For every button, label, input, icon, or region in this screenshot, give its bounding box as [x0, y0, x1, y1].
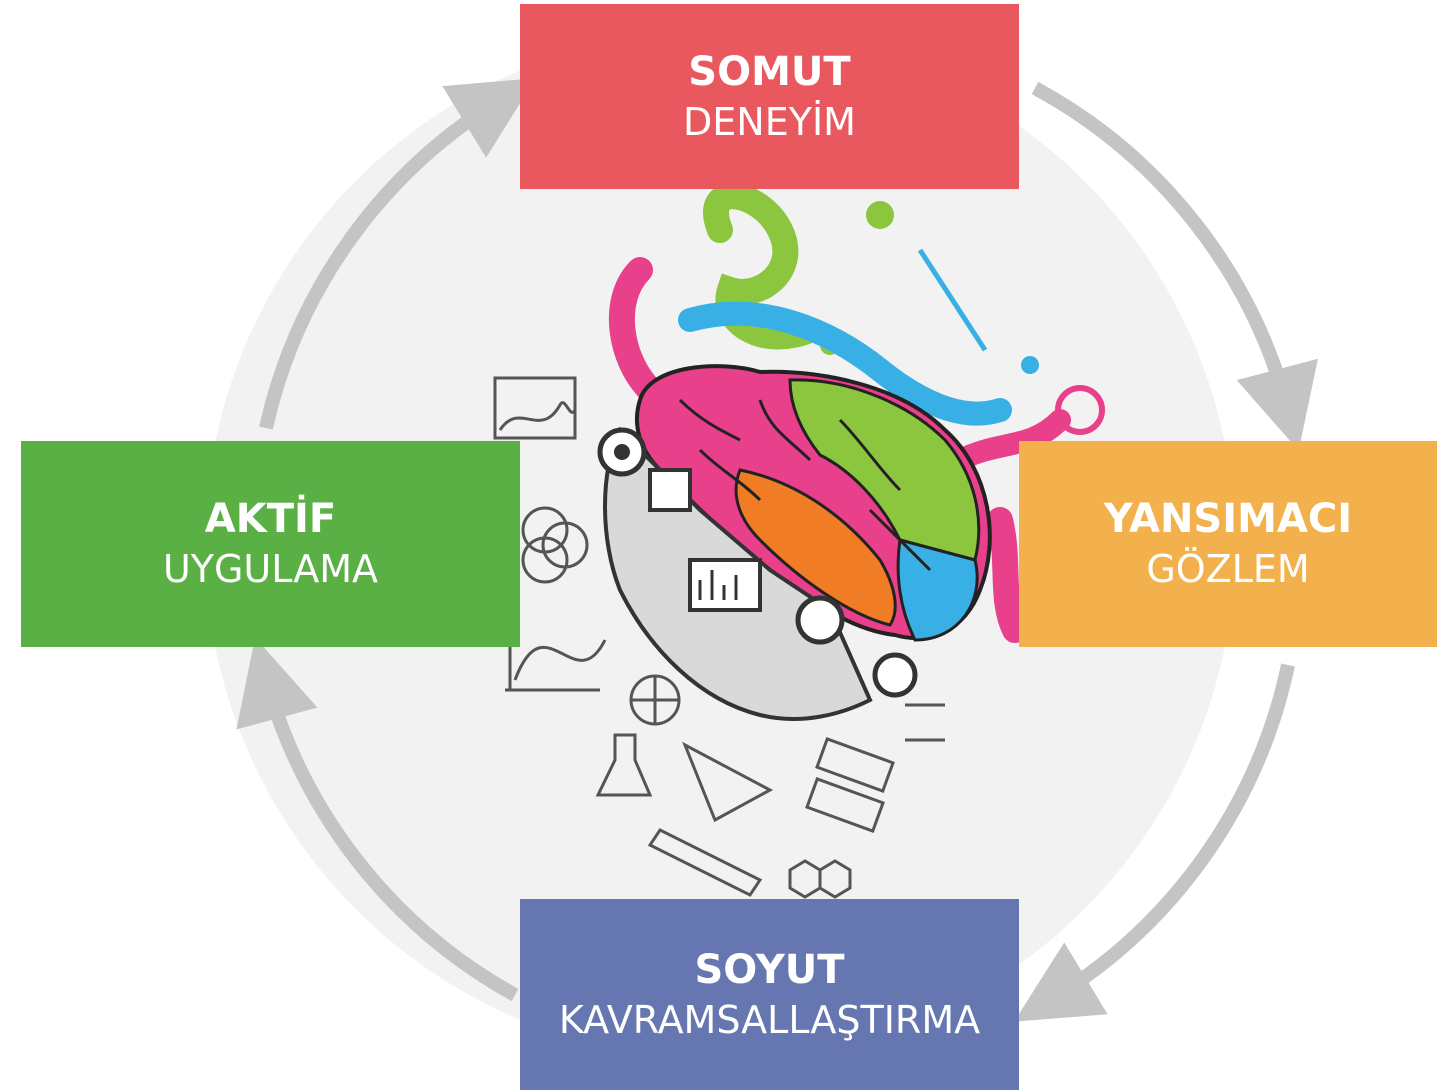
stage-reflective-observation: YANSIMACI GÖZLEM: [1019, 441, 1437, 647]
arrow-left-to-top: [259, 78, 536, 430]
stage-active-subtitle: UYGULAMA: [162, 547, 379, 591]
stage-concrete-title: SOMUT: [688, 48, 851, 95]
brain-art-science-icon: [493, 183, 1105, 899]
stage-active-experimentation: AKTİF UYGULAMA: [21, 441, 520, 647]
stage-active-title: AKTİF: [204, 496, 337, 542]
stage-abstract-conceptualization: SOYUT KAVRAMSALLAŞTIRMA: [520, 899, 1019, 1090]
stage-concrete-subtitle: DENEYİM: [683, 99, 856, 144]
arrow-top-to-right: [1031, 81, 1318, 451]
stage-concrete-experience: SOMUT DENEYİM: [520, 4, 1019, 189]
arrow-bottom-to-left: [236, 637, 519, 1002]
stage-reflective-title: YANSIMACI: [1103, 496, 1353, 542]
stage-abstract-title: SOYUT: [694, 946, 845, 993]
stage-abstract-subtitle: KAVRAMSALLAŞTIRMA: [558, 997, 981, 1042]
stage-reflective-subtitle: GÖZLEM: [1146, 547, 1310, 591]
arrow-right-to-bottom: [1014, 663, 1295, 1022]
